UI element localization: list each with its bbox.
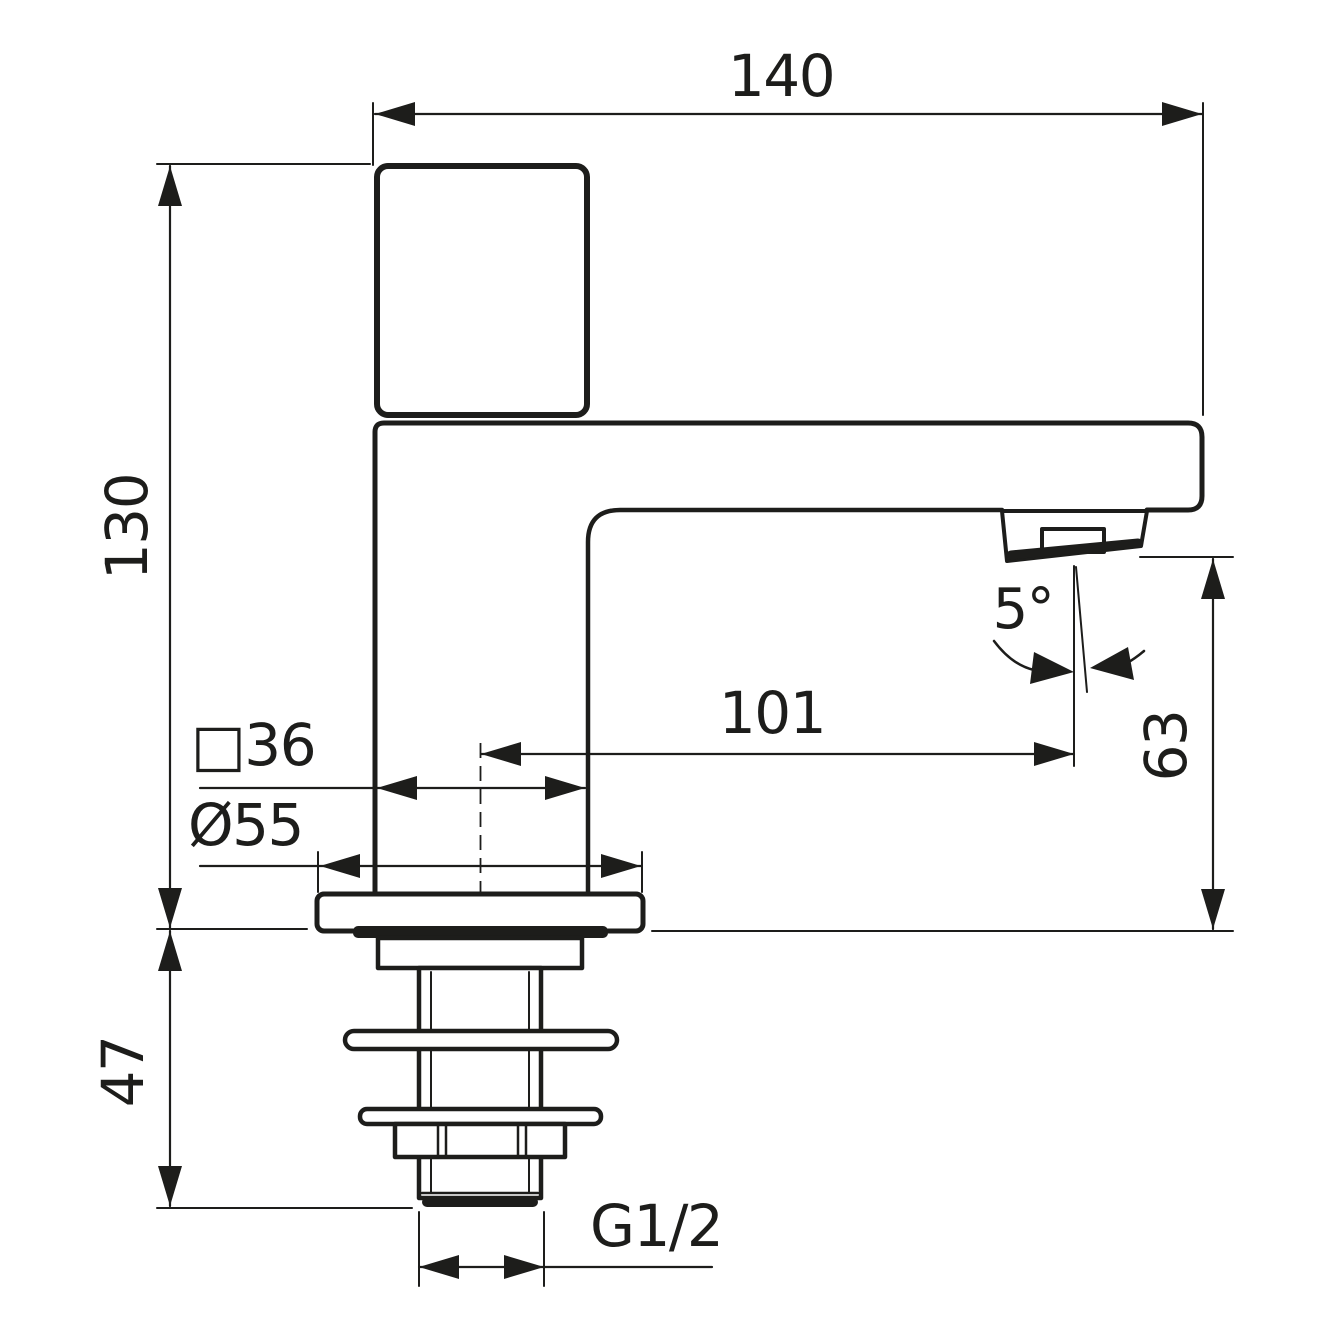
angle-label: 5° (993, 577, 1054, 642)
dim-47-arrow-bottom (158, 1166, 182, 1206)
dim-overall-width: 140 (372, 42, 1204, 416)
dim-47-arrow-top (158, 931, 182, 971)
dim-36-arrow-right (545, 776, 585, 800)
faucet-outline (372, 163, 1205, 897)
dim-47-label: 47 (89, 1037, 157, 1108)
dim-130-arrow-top (158, 166, 182, 206)
base-neck (375, 935, 585, 971)
flange-lip (353, 926, 608, 938)
dim-base-diameter: Ø55 (188, 791, 643, 893)
handle-knob (374, 163, 590, 418)
angle-arrow-right (1090, 647, 1134, 680)
dim-36-arrow-left (377, 776, 417, 800)
dim-thread: G1/2 (417, 1192, 724, 1287)
angle-arc-left (992, 639, 1036, 672)
dim-height: 130 (93, 163, 371, 930)
shank (416, 965, 544, 1201)
dim-130-arrow-bottom (158, 888, 182, 928)
dim-63-arrow-bottom (1201, 889, 1225, 929)
dim-g12-arrow-right (504, 1255, 544, 1279)
dim-under-counter: 47 (89, 929, 413, 1209)
dim-spout-reach: 101 (479, 679, 1076, 766)
washer-upper (342, 1028, 620, 1052)
dim-body-width: □36 (191, 711, 587, 800)
dim-36-label: □36 (191, 711, 315, 779)
spout-body-outline (372, 420, 1205, 897)
angle-arrow-left (1030, 652, 1074, 684)
dim-130-label: 130 (93, 474, 161, 580)
dim-140-arrow-left (375, 102, 415, 126)
aerator-bottom-edge (1006, 538, 1143, 560)
dim-g12-label: G1/2 (590, 1192, 722, 1260)
dim-101-arrow-left (481, 742, 521, 766)
angle-stream-line (1075, 566, 1088, 693)
dim-55-label: Ø55 (188, 791, 303, 859)
dim-outlet-angle: 5° (992, 565, 1146, 767)
flange (314, 891, 646, 934)
dim-63-arrow-top (1201, 559, 1225, 599)
nut-facet-lines (436, 1122, 528, 1159)
mounting-parts (314, 891, 646, 1207)
dim-63-label: 63 (1132, 711, 1200, 782)
dim-outlet-height: 63 (651, 556, 1234, 932)
dim-55-arrow-left (320, 854, 360, 878)
dim-101-label: 101 (719, 679, 825, 747)
dim-55-arrow-right (601, 854, 641, 878)
dim-101-arrow-right (1034, 742, 1074, 766)
lock-nut (392, 1121, 568, 1160)
spout-underside (585, 507, 1005, 897)
dim-140-arrow-right (1162, 102, 1202, 126)
dim-140-label: 140 (728, 42, 834, 110)
dim-g12-arrow-left (419, 1255, 459, 1279)
